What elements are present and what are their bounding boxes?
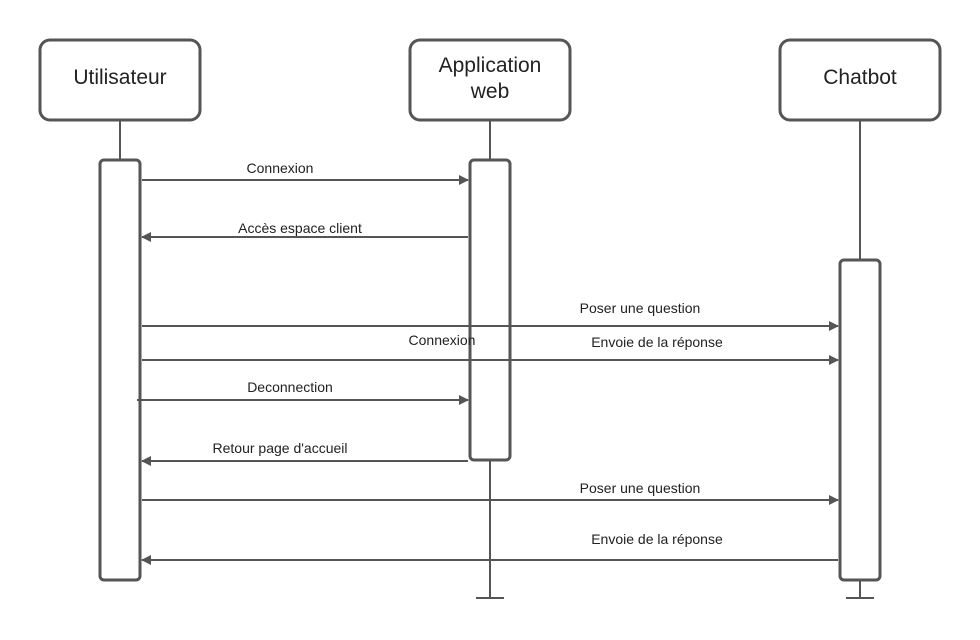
- message-label: Envoie de la réponse: [591, 334, 723, 350]
- message-label: Poser une question: [580, 300, 701, 316]
- message-8: Envoie de la réponse: [141, 531, 838, 565]
- activation-user: [98, 158, 142, 582]
- message-1: Connexion: [142, 160, 469, 185]
- actor-app-label-line1: Application: [439, 54, 542, 77]
- message-6: Retour page d'accueil: [141, 440, 468, 466]
- actor-user-label: Utilisateur: [73, 66, 166, 89]
- message-label-overlay: Connexion: [409, 332, 476, 348]
- message-label: Connexion: [247, 160, 314, 176]
- activation-bot: [838, 258, 882, 582]
- message-label: Deconnection: [247, 379, 333, 395]
- message-label: Poser une question: [580, 480, 701, 496]
- message-4: Envoie de la réponse: [142, 334, 839, 365]
- actor-bot-label: Chatbot: [823, 66, 897, 89]
- message-7: Poser une question: [142, 480, 839, 505]
- actor-app-label-line2: web: [470, 80, 510, 103]
- actor-user: Utilisateur: [38, 38, 202, 122]
- message-label: Retour page d'accueil: [213, 440, 348, 456]
- message-label: Accès espace client: [238, 220, 362, 236]
- actor-bot: Chatbot: [778, 38, 942, 122]
- actor-app: Application web: [408, 38, 572, 122]
- message-3: Poser une question: [142, 300, 839, 331]
- message-5: Deconnection: [137, 379, 469, 405]
- message-2: Accès espace client: [141, 220, 468, 242]
- message-label: Envoie de la réponse: [591, 531, 723, 547]
- activation-app: [468, 158, 512, 462]
